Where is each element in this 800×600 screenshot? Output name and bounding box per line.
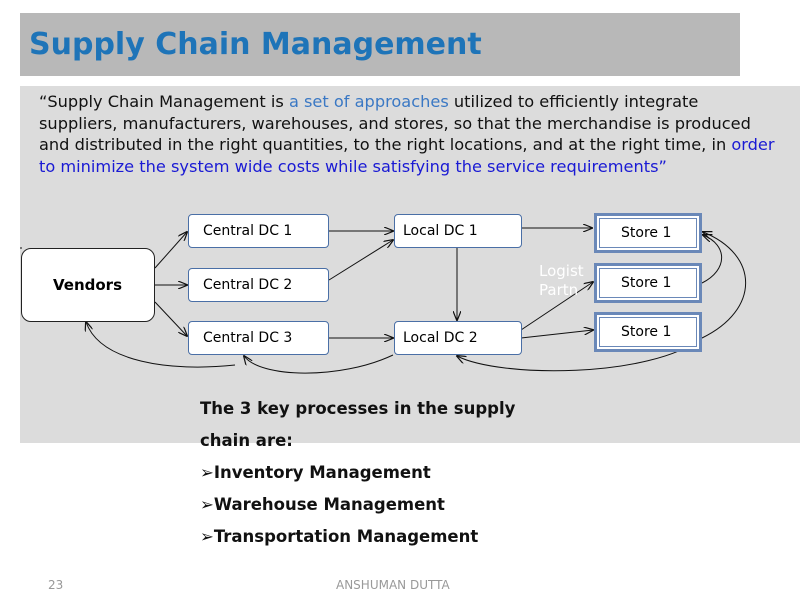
process-item-transportation: ➢Transportation Management — [200, 526, 515, 558]
arrow-local-2-store-2 — [520, 282, 593, 331]
key-processes-section: The 3 key processes in the supply chain … — [200, 398, 515, 558]
return-store-3-store-1 — [702, 232, 747, 339]
quote-highlight-approaches: a set of approaches — [288, 92, 449, 111]
slide-title: Supply Chain Management — [29, 27, 482, 62]
store-node-1: Store 1 — [594, 213, 702, 253]
return-central-3-vendors — [86, 322, 236, 368]
central-dc-3-node: Central DC 3 — [188, 321, 329, 355]
store-label-1: Store 1 — [621, 225, 672, 241]
central-dc-2-node: Central DC 2 — [188, 268, 329, 302]
return-store-2-store-1 — [702, 235, 722, 284]
quote-part-2: utilized to efficiently integrate suppli… — [39, 92, 751, 154]
process-label-warehouse: Warehouse Management — [213, 495, 445, 514]
process-label-inventory: Inventory Management — [213, 463, 431, 482]
processes-intro-line-2: chain are: — [200, 431, 293, 450]
store-label-3: Store 1 — [621, 324, 672, 340]
definition-quote: “Supply Chain Management is a set of app… — [39, 91, 779, 177]
processes-intro-line-1: The 3 key processes in the supply — [200, 399, 516, 418]
local-dc-2-label: Local DC 2 — [403, 330, 478, 346]
store-node-2: Store 1 — [594, 263, 702, 303]
title-bar — [20, 13, 740, 76]
footer-author: ANSHUMAN DUTTA — [336, 578, 450, 592]
arrow-vendors-central-1 — [154, 232, 187, 269]
process-item-warehouse: ➢Warehouse Management — [200, 494, 515, 526]
bullet-arrow-icon: ➢ — [200, 527, 214, 546]
central-dc-2-label: Central DC 2 — [203, 277, 293, 293]
central-dc-1-node: Central DC 1 — [188, 214, 329, 248]
vendors-node: Vendors — [21, 248, 155, 322]
vendors-label: Vendors — [53, 276, 123, 294]
central-dc-1-label: Central DC 1 — [203, 223, 293, 239]
logistics-line-2: Partn — [539, 281, 579, 299]
central-dc-3-label: Central DC 3 — [203, 330, 293, 346]
process-label-transportation: Transportation Management — [213, 527, 479, 546]
quote-part-1: “Supply Chain Management is — [39, 92, 289, 111]
return-local-2-central-3 — [244, 355, 394, 374]
local-dc-1-node: Local DC 1 — [394, 214, 522, 248]
arrow-central-2-local-1 — [328, 240, 393, 281]
arrow-vendors-central-3 — [154, 301, 187, 336]
store-node-3: Store 1 — [594, 312, 702, 352]
local-dc-2-node: Local DC 2 — [394, 321, 522, 355]
process-item-inventory: ➢Inventory Management — [200, 462, 515, 494]
local-dc-1-label: Local DC 1 — [403, 223, 478, 239]
logistics-line-1: Logist — [539, 262, 584, 280]
store-label-2: Store 1 — [621, 275, 672, 291]
arrow-local-2-store-3 — [520, 330, 593, 339]
quote-part-3: ” — [658, 156, 667, 176]
bullet-arrow-icon: ➢ — [200, 463, 214, 482]
quote-highlight-goal: order to minimize the system wide costs … — [39, 135, 775, 176]
bullet-arrow-icon: ➢ — [200, 495, 214, 514]
slide-number: 23 — [48, 578, 64, 592]
